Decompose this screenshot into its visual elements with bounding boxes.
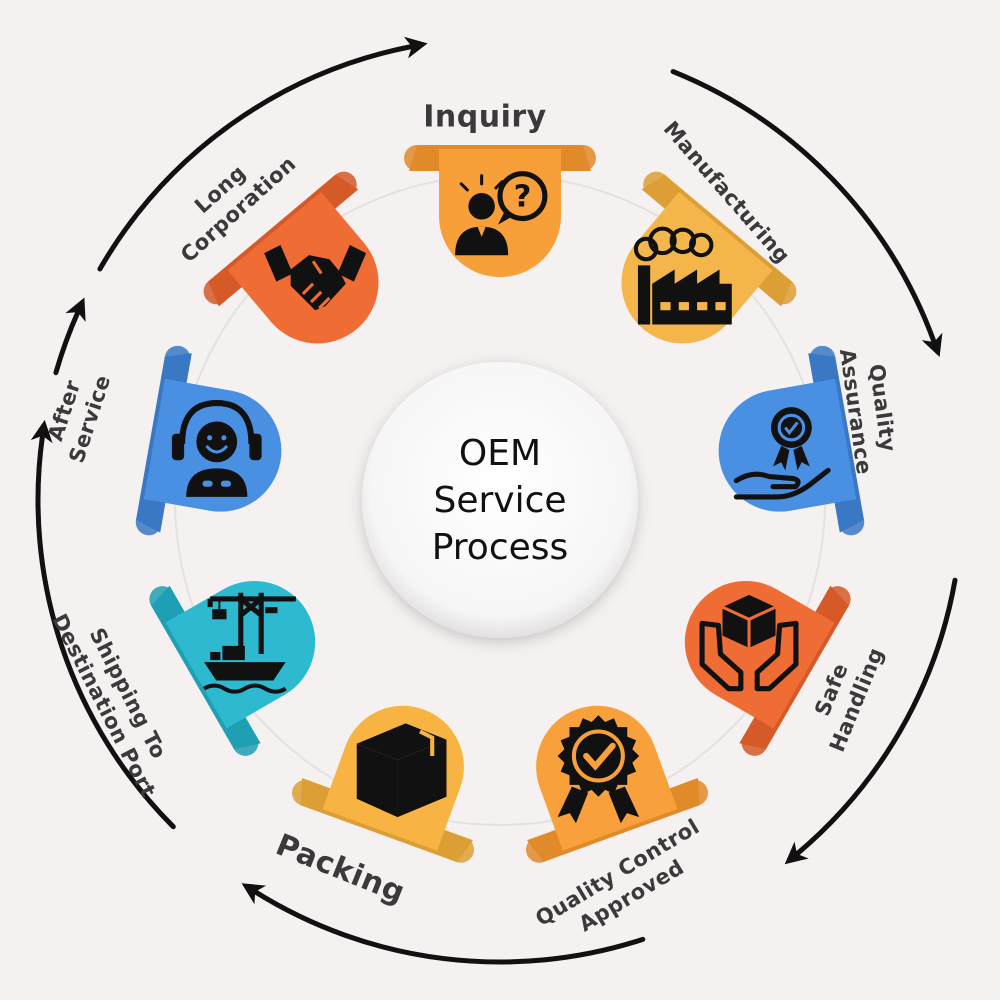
- cycle-arrow-1: [97, 44, 415, 272]
- step-shipping: [149, 580, 316, 756]
- step-label-line: Inquiry: [423, 100, 547, 135]
- box-icon: [356, 723, 447, 818]
- center-circle: [362, 362, 638, 638]
- cycle-arrowhead-4: [241, 883, 267, 905]
- cycle-arrowhead-6: [65, 297, 86, 322]
- cycle-arrowhead-3: [784, 841, 809, 865]
- step-quality-assurance: [718, 345, 865, 536]
- ribbon-curl-left: [643, 171, 670, 198]
- ribbon-curl-left: [809, 345, 836, 372]
- ribbon-curl-right: [570, 145, 596, 171]
- ribbon-curl-right: [292, 779, 319, 806]
- headset-support-icon: [171, 400, 262, 497]
- step-petal: [439, 149, 561, 278]
- step-after-service: [135, 345, 282, 536]
- step-petal: [684, 580, 835, 729]
- step-long-corporation: [203, 171, 379, 344]
- center-line-3: Process: [432, 527, 569, 568]
- cycle-arrowhead-5: [30, 419, 53, 444]
- ribbon-curl-left: [203, 278, 230, 305]
- step-petal: [165, 580, 316, 729]
- ribbon-curl-right: [770, 278, 797, 305]
- step-label-inquiry: Inquiry: [423, 100, 547, 135]
- ship-crane-icon: [203, 592, 296, 694]
- step-label-line: Packing: [271, 827, 410, 910]
- cycle-arrow-6: [53, 309, 81, 376]
- cycle-arrowhead-1: [403, 36, 428, 59]
- process-steps: ?: [135, 145, 865, 863]
- center-badge: OEM Service Process: [362, 362, 638, 638]
- ribbon-curl-left: [824, 586, 851, 613]
- cycle-arrow-2: [670, 69, 937, 345]
- step-quality-control-approved: [525, 705, 708, 863]
- cycle-arrow-3: [794, 577, 958, 857]
- cycle-arrowhead-2: [921, 332, 943, 357]
- cycle-arrow-5: [35, 433, 176, 830]
- cycle-arrow-4: [252, 889, 646, 965]
- ribbon-curl-right: [330, 171, 357, 198]
- ribbon-curl-right: [741, 729, 768, 756]
- ribbon-curl-left: [448, 836, 475, 863]
- step-inquiry: ?: [404, 145, 596, 278]
- factory-icon: [633, 226, 732, 325]
- step-label-packing: Packing: [271, 827, 410, 910]
- step-safe-handling: [684, 580, 851, 756]
- svg-text:?: ?: [514, 179, 532, 214]
- ribbon-curl-right: [838, 509, 865, 536]
- ribbon-curl-right: [164, 345, 191, 372]
- ribbon-curl-right: [525, 836, 552, 863]
- ribbon-curl-left: [232, 729, 259, 756]
- hands-box-icon: [699, 594, 799, 692]
- cycle-arrows: [30, 36, 958, 965]
- handshake-icon: [264, 244, 367, 311]
- center-line-2: Service: [433, 480, 566, 521]
- ribbon-curl-left: [135, 509, 162, 536]
- ribbon-curl-left: [681, 779, 708, 806]
- inquiry-person-question-icon: ?: [455, 171, 548, 256]
- step-manufacturing: [621, 171, 797, 344]
- badge-check-icon: [557, 715, 640, 824]
- step-packing: [292, 705, 475, 863]
- ribbon-curl-left: [404, 145, 430, 171]
- ribbon-curl-right: [149, 586, 176, 613]
- center-line-1: OEM: [459, 433, 541, 474]
